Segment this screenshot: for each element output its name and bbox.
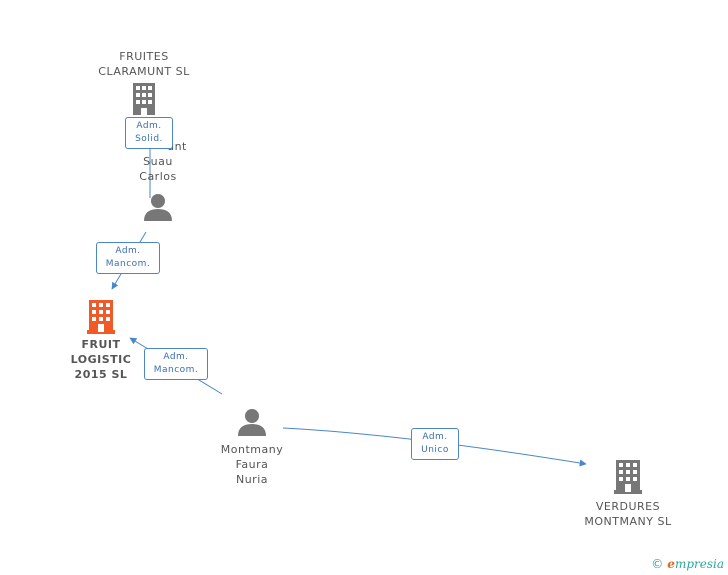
edge-badge-adm-solid[interactable]: Adm. Solid. [125, 117, 173, 149]
edge-badge-mancom2-line1: Adm. [163, 352, 189, 362]
node-verdures-montmany[interactable]: VERDURES MONTMANY SL [576, 460, 680, 529]
edge-badge-unico-line2: Unico [421, 445, 449, 455]
node-fruit-logistic[interactable]: FRUIT LOGISTIC 2015 SL [56, 300, 146, 382]
edge-badge-solid-line2: Solid. [135, 134, 163, 144]
empresia-brand: ©empresia [651, 557, 724, 571]
building-icon [614, 460, 642, 494]
node-verdures-label-1: VERDURES [595, 500, 661, 513]
node-fruites-label-2: CLARAMUNT SL [98, 65, 190, 78]
node-fruit-logistic-label-1: FRUIT [81, 338, 121, 351]
node-montmany-label-1: Montmany [220, 443, 284, 456]
node-claramunt-suau-carlos[interactable]: unt Suau Carlos [118, 139, 198, 221]
node-montmany-faura-nuria[interactable]: Montmany Faura Nuria [212, 408, 292, 487]
edge-badge-mancom1-line2: Mancom. [105, 259, 151, 269]
edge-badge-adm-unico[interactable]: Adm. Unico [411, 428, 459, 460]
edge-badge-adm-mancom-1[interactable]: Adm. Mancom. [96, 242, 160, 274]
node-fruites-label-1: FRUITES [119, 50, 169, 63]
person-icon [144, 194, 172, 221]
node-verdures-label-2: MONTMANY SL [584, 515, 672, 528]
edge-badge-mancom1-line1: Adm. [115, 246, 141, 256]
edge-badge-unico-line1: Adm. [422, 432, 448, 442]
copyright-icon: © [651, 557, 664, 571]
brand-e: e [667, 557, 675, 571]
node-montmany-label-3: Nuria [235, 473, 269, 486]
node-fruit-logistic-label-3: 2015 SL [74, 368, 128, 381]
person-icon [238, 409, 266, 436]
node-fruites-claramunt[interactable]: FRUITES CLARAMUNT SL [94, 49, 194, 115]
edge-badge-solid-line1: Adm. [136, 121, 162, 131]
node-fruit-logistic-label-2: LOGISTIC [70, 353, 132, 366]
node-claramunt-label-3: Carlos [139, 170, 177, 183]
node-montmany-label-2: Faura [235, 458, 269, 471]
building-icon [133, 83, 155, 115]
node-claramunt-label-2: Suau [143, 155, 173, 168]
edge-badge-mancom2-line2: Mancom. [153, 365, 199, 375]
edge-badge-adm-mancom-2[interactable]: Adm. Mancom. [144, 348, 208, 380]
brand-rest: mpresia [674, 557, 724, 571]
building-icon [87, 300, 115, 334]
